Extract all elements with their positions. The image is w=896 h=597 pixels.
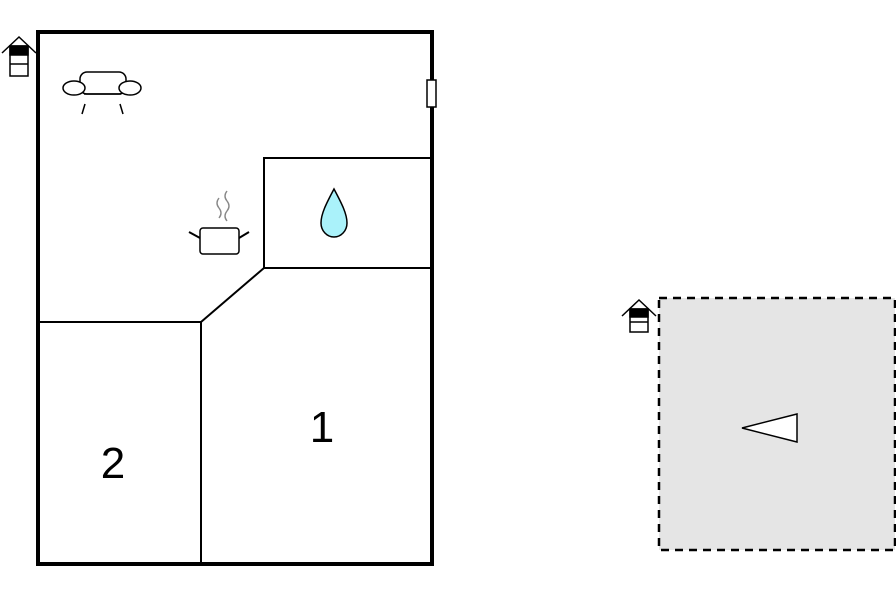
cooking-pot-icon [188, 190, 250, 255]
triangle-direction-icon [741, 413, 798, 443]
water-drop-icon [320, 187, 348, 238]
sofa-icon [62, 71, 142, 115]
window [426, 79, 437, 108]
room-number-2: 2 [101, 439, 125, 488]
bathroom-walls [263, 157, 430, 269]
house-entrance-icon [1, 35, 37, 77]
building-outer-wall [36, 30, 434, 566]
house-entrance-icon [621, 298, 657, 333]
room-number-1: 1 [310, 403, 334, 452]
diagonal-wall [200, 267, 265, 323]
